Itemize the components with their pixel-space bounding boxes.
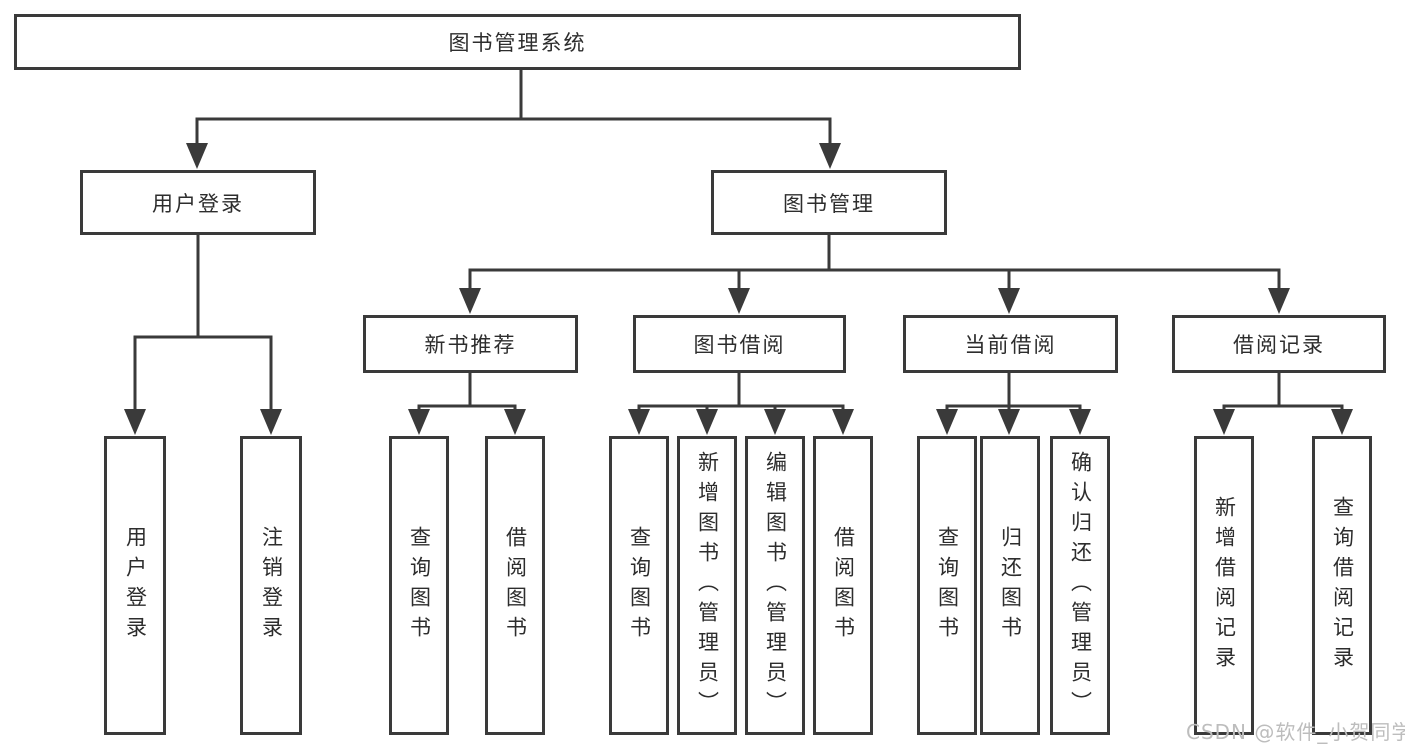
leaf-query-books-current: 查询图书 bbox=[917, 436, 977, 735]
leaf-query-borrow-record: 查询借阅记录 bbox=[1312, 436, 1372, 735]
node-current-borrowing: 当前借阅 bbox=[903, 315, 1118, 373]
connector-root-to-level1 bbox=[186, 67, 841, 169]
node-library-management-system: 图书管理系统 bbox=[14, 14, 1021, 70]
connector-new-book-recommend-to-leaves bbox=[408, 370, 526, 435]
leaf-logout-login: 注销登录 bbox=[240, 436, 302, 735]
leaf-confirm-return-admin: 确认归还（管理员） bbox=[1050, 436, 1110, 735]
leaf-query-books-recommend: 查询图书 bbox=[389, 436, 449, 735]
leaf-user-login: 用户登录 bbox=[104, 436, 166, 735]
node-borrowing-records: 借阅记录 bbox=[1172, 315, 1386, 373]
connector-borrowing-records-to-leaves bbox=[1213, 370, 1353, 435]
csdn-watermark: CSDN @软件_小贺同学 bbox=[1186, 720, 1405, 744]
connector-book-management-to-level2 bbox=[459, 232, 1290, 314]
leaf-query-books-borrowing: 查询图书 bbox=[609, 436, 669, 735]
node-user-login: 用户登录 bbox=[80, 170, 316, 235]
connector-current-borrowing-to-leaves bbox=[936, 370, 1091, 435]
node-book-borrowing: 图书借阅 bbox=[633, 315, 846, 373]
node-book-management: 图书管理 bbox=[711, 170, 947, 235]
leaf-return-books: 归还图书 bbox=[980, 436, 1040, 735]
leaf-borrow-books-recommend: 借阅图书 bbox=[485, 436, 545, 735]
leaf-add-books-admin: 新增图书（管理员） bbox=[677, 436, 737, 735]
leaf-add-borrow-record: 新增借阅记录 bbox=[1194, 436, 1254, 735]
leaf-borrow-books-borrowing: 借阅图书 bbox=[813, 436, 873, 735]
leaf-edit-books-admin: 编辑图书（管理员） bbox=[745, 436, 805, 735]
connector-book-borrowing-to-leaves bbox=[628, 370, 854, 435]
node-new-book-recommend: 新书推荐 bbox=[363, 315, 578, 373]
connector-user-login-to-leaves bbox=[124, 232, 282, 435]
